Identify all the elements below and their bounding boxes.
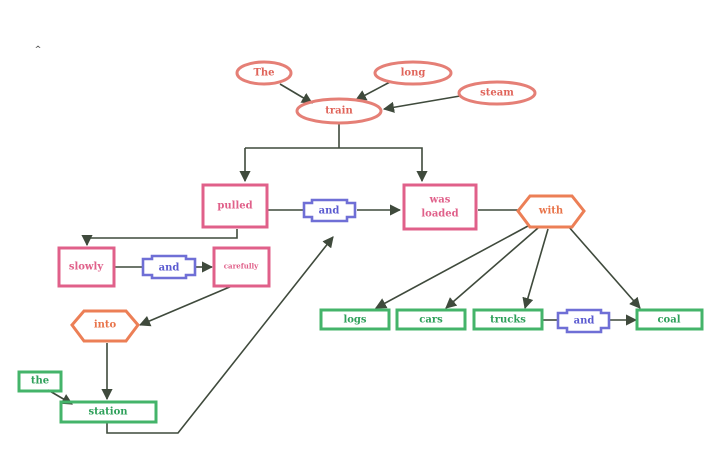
node-logs: logs [319,308,391,331]
node-into: into [70,309,140,343]
node-station: station [59,400,158,424]
node-steam: steam [457,80,537,106]
node-train-label: train [325,106,353,117]
node-and-2: and [141,254,197,280]
node-trucks: trucks [472,308,544,331]
node-train: train [295,97,383,125]
node-steam-label: steam [480,88,514,99]
node-the-top-label: The [253,68,274,79]
node-long: long [373,60,453,86]
node-carefully: carefully [212,246,271,288]
edge-pulled-slowly [81,229,238,247]
node-trucks-label: trucks [490,315,526,326]
node-and-2-label: and [159,263,180,274]
edge-with-cars [445,227,539,309]
node-logs-label: logs [343,315,366,326]
node-was-loaded-line2: loaded [421,209,458,220]
node-slowly-label: slowly [69,262,105,273]
node-cars: cars [395,308,467,331]
node-was-loaded: was loaded [402,183,478,231]
node-into-label: into [94,320,117,331]
edge-with-coal [567,225,641,309]
node-with-label: with [538,206,564,217]
node-and-1: and [302,198,357,223]
node-and-3: and [556,308,611,334]
edge-with-trucks [522,228,549,310]
node-cars-label: cars [419,315,443,326]
node-and-3-label: and [574,316,595,327]
node-and-1-label: and [319,206,340,217]
node-pulled-label: pulled [217,201,252,212]
edge-the-train [279,83,313,104]
node-coal-label: coal [657,315,680,326]
node-slowly: slowly [57,246,116,288]
node-carefully-label: carefully [224,262,259,271]
node-with: with [516,194,586,229]
edge-long-train [355,81,391,101]
node-was-loaded-line1: was [429,195,451,206]
edge-carefully-into [138,285,233,327]
node-coal: coal [635,308,704,331]
edge-branch-pulled [245,147,428,183]
edge-steam-train [382,95,461,113]
edges [47,81,641,434]
node-pulled: pulled [201,183,269,229]
edge-with-logs [375,225,529,309]
node-the-bottom-label: the [31,376,49,387]
stray-mark: ^ [35,44,42,54]
node-station-label: station [88,407,128,418]
node-long-label: long [401,68,426,79]
node-the-bottom: the [17,370,63,393]
node-the-top: The [235,60,293,86]
edge-station-and [106,236,334,434]
